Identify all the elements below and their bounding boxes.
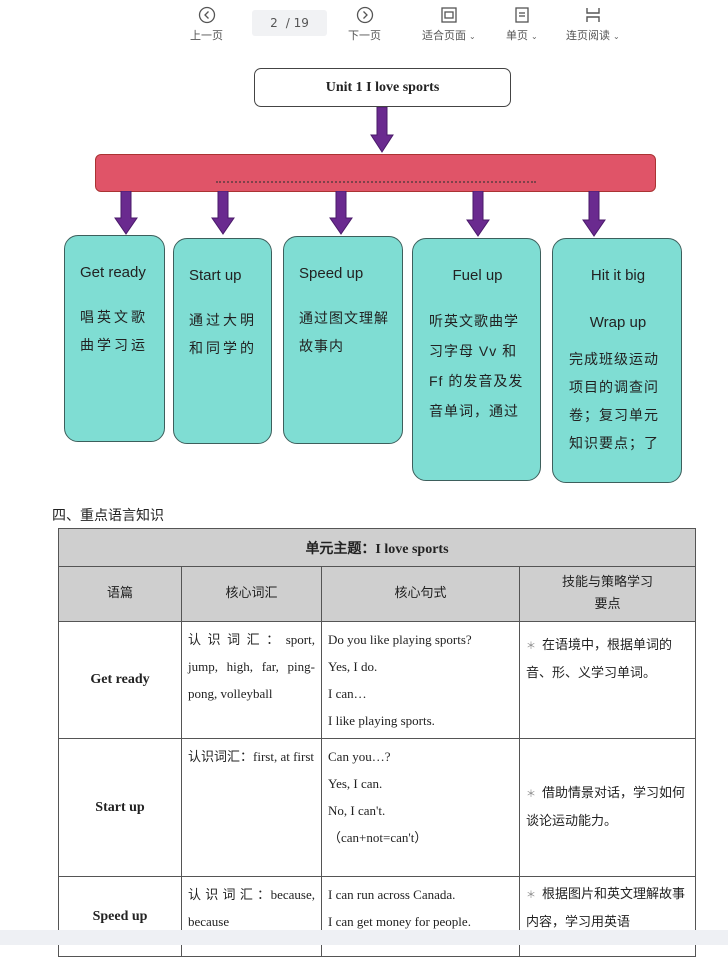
key-language-table: 单元主题：I love sports 语篇 核心词汇 核心句式 技能与策略学习要… bbox=[58, 528, 696, 957]
card-body: 通过图文理解故事内 bbox=[299, 310, 389, 354]
card-body: 听英文歌曲学习字母 Vv 和 Ff 的发音及发音单词，通过 bbox=[429, 313, 524, 419]
vocab-cell: 认识词汇：first, at first bbox=[181, 738, 322, 877]
chevron-right-circle-icon bbox=[356, 6, 373, 24]
card-speed-up: Speed up 通过图文理解故事内 bbox=[283, 236, 403, 444]
card-fuel-up: Fuel up 听英文歌曲学习字母 Vv 和 Ff 的发音及发音单词，通过 bbox=[412, 238, 541, 481]
fit-page-label: 适合页面 bbox=[422, 29, 466, 42]
chevron-down-icon: ⌄ bbox=[469, 32, 476, 41]
unit-goal-bar bbox=[95, 154, 656, 192]
lesson-name: Get ready bbox=[58, 621, 182, 739]
sentence-line: （can+not=can't） bbox=[328, 830, 428, 845]
total-pages: / 19 bbox=[285, 16, 309, 30]
continuous-reading-label: 连页阅读 bbox=[566, 29, 610, 42]
down-arrow bbox=[370, 107, 394, 153]
down-arrow bbox=[329, 191, 353, 235]
chevron-down-icon: ⌄ bbox=[531, 32, 538, 41]
star-bullet: ＊ bbox=[526, 641, 536, 652]
skill-text: 借助情景对话，学习如何谈论运动能力。 bbox=[526, 786, 686, 829]
chevron-down-icon: ⌄ bbox=[613, 32, 620, 41]
sentence-line: I can… bbox=[328, 686, 367, 701]
sentence-line: Yes, I can. bbox=[328, 776, 383, 791]
sentence-line: I can run across Canada. bbox=[328, 887, 456, 902]
single-page-dropdown[interactable]: 单页⌄ bbox=[506, 6, 538, 43]
down-arrow bbox=[582, 191, 606, 237]
next-page-label: 下一页 bbox=[348, 29, 381, 42]
next-page-button[interactable]: 下一页 bbox=[348, 6, 381, 43]
card-start-up: Start up 通过大明和同学的 bbox=[173, 238, 272, 444]
table-row: Start up 认识词汇：first, at first Can you…? … bbox=[58, 738, 696, 877]
sentence-cell: Do you like playing sports? Yes, I do. I… bbox=[321, 621, 520, 739]
table-title: 单元主题：I love sports bbox=[58, 528, 696, 567]
single-page-label: 单页 bbox=[506, 29, 528, 42]
chevron-left-circle-icon bbox=[198, 6, 215, 24]
column-header: 技能与策略学习要点 bbox=[519, 566, 696, 622]
continuous-reading-dropdown[interactable]: 连页阅读⌄ bbox=[566, 6, 620, 43]
current-page-input[interactable]: 2 bbox=[270, 16, 278, 30]
sentence-line: I like playing sports. bbox=[328, 713, 435, 728]
single-page-icon bbox=[515, 7, 529, 23]
unit-title-box: Unit 1 I love sports bbox=[254, 68, 511, 107]
unit-structure-diagram: Unit 1 I love sports Get ready 唱英文歌曲学习运 … bbox=[0, 55, 728, 495]
section-heading: 四、重点语言知识 bbox=[52, 508, 164, 524]
card-title: Hit it big bbox=[590, 267, 646, 284]
card-title: Fuel up bbox=[452, 267, 503, 284]
column-header: 语篇 bbox=[58, 566, 182, 622]
card-subtitle: Wrap up bbox=[589, 314, 647, 331]
sentence-line: Can you…? bbox=[328, 749, 391, 764]
table-row: Get ready 认识词汇：sport, jump, high, far, p… bbox=[58, 621, 696, 739]
viewer-bottom-edge bbox=[0, 930, 728, 945]
column-header: 核心句式 bbox=[321, 566, 520, 622]
card-body: 唱英文歌曲学习运 bbox=[80, 309, 148, 353]
card-body: 通过大明和同学的 bbox=[189, 312, 257, 356]
reader-toolbar: 上一页 2 / 19 下一页 适合页面⌄ 单页⌄ 连页阅读⌄ bbox=[0, 0, 728, 52]
prev-page-button[interactable]: 上一页 bbox=[190, 6, 223, 43]
down-arrow bbox=[211, 191, 235, 235]
card-title: Speed up bbox=[299, 265, 364, 282]
sentence-line: I can get money for people. bbox=[328, 914, 471, 929]
card-hit-it-big: Hit it big Wrap up 完成班级运动项目的调查问卷；复习单元知识要… bbox=[552, 238, 682, 483]
skill-text: 在语境中，根据单词的音、形、义学习单词。 bbox=[526, 638, 673, 681]
star-bullet: ＊ bbox=[526, 789, 536, 800]
page-indicator[interactable]: 2 / 19 bbox=[252, 10, 327, 36]
cut-off-text bbox=[216, 181, 536, 187]
skill-text: 根据图片和英文理解故事内容，学习用英语 bbox=[526, 887, 686, 930]
continuous-pages-icon bbox=[586, 8, 600, 22]
skill-cell: ＊在语境中，根据单词的音、形、义学习单词。 bbox=[519, 621, 696, 739]
sentence-line: Do you like playing sports? bbox=[328, 632, 472, 647]
sentence-cell: Can you…? Yes, I can. No, I can't. （can+… bbox=[321, 738, 520, 877]
lesson-name: Start up bbox=[58, 738, 182, 877]
sentence-line: Yes, I do. bbox=[328, 659, 378, 674]
down-arrow bbox=[114, 191, 138, 235]
skill-cell: ＊借助情景对话，学习如何谈论运动能力。 bbox=[519, 738, 696, 877]
column-header: 核心词汇 bbox=[181, 566, 322, 622]
vocab-cell: 认识词汇：sport, jump, high, far, ping-pong, … bbox=[181, 621, 322, 739]
card-get-ready: Get ready 唱英文歌曲学习运 bbox=[64, 235, 165, 442]
star-bullet: ＊ bbox=[526, 890, 536, 901]
prev-page-label: 上一页 bbox=[190, 29, 223, 42]
card-title: Get ready bbox=[80, 264, 146, 281]
card-body: 完成班级运动项目的调查问卷；复习单元知识要点；了 bbox=[569, 351, 659, 451]
card-title: Start up bbox=[189, 267, 242, 284]
fit-page-icon bbox=[441, 7, 457, 23]
fit-page-dropdown[interactable]: 适合页面⌄ bbox=[422, 6, 476, 43]
down-arrow bbox=[466, 191, 490, 237]
sentence-line: No, I can't. bbox=[328, 803, 386, 818]
